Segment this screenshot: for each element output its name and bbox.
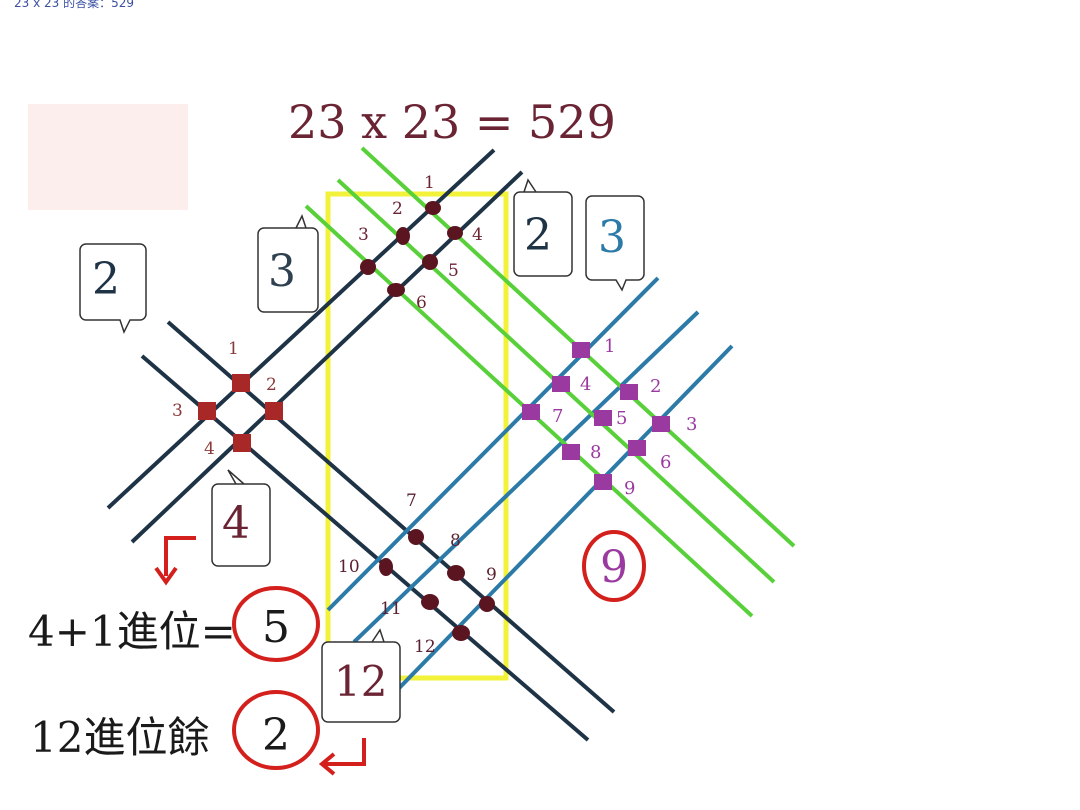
dark-se-line-2 bbox=[140, 354, 590, 742]
left-label-1: 1 bbox=[228, 339, 239, 359]
top-label-2: 2 bbox=[392, 199, 403, 219]
arrow-hundreds-icon bbox=[164, 536, 196, 576]
bottom-label-10: 10 bbox=[338, 557, 360, 577]
right-label-1: 1 bbox=[604, 336, 615, 357]
step-hundreds-value: 5 bbox=[262, 602, 290, 653]
bubble-hundreds-count-value: 4 bbox=[222, 498, 250, 549]
left-label-4: 4 bbox=[204, 439, 215, 459]
bubble-left-ones: 3 bbox=[257, 214, 319, 313]
left-label-2: 2 bbox=[266, 375, 277, 395]
blue-ones-line-1 bbox=[326, 276, 660, 612]
bubble-left-tens-value: 2 bbox=[92, 254, 120, 305]
right-label-6: 6 bbox=[660, 452, 671, 473]
pink-background-patch bbox=[28, 104, 188, 210]
top-label-5: 5 bbox=[448, 261, 459, 281]
top-label-4: 4 bbox=[472, 225, 483, 245]
bubble-hundreds-count: 4 bbox=[211, 469, 271, 567]
top-label-1: 1 bbox=[424, 173, 435, 193]
middle-highlight-box bbox=[325, 191, 509, 681]
bubble-left-ones-value: 3 bbox=[268, 246, 296, 297]
step-hundreds-label: 4+1進位= bbox=[28, 607, 236, 656]
arrow-tens-icon bbox=[324, 738, 366, 766]
bubble-left-tens: 2 bbox=[79, 243, 147, 334]
bubble-right-ones: 3 bbox=[585, 195, 645, 292]
top-label-6: 6 bbox=[416, 293, 427, 313]
left-label-3: 3 bbox=[172, 401, 183, 421]
right-label-5: 5 bbox=[616, 408, 627, 429]
page-caption: 23 x 23 的答案：529 bbox=[14, 0, 134, 10]
top-label-3: 3 bbox=[358, 225, 369, 245]
step-tens-circle bbox=[232, 690, 320, 770]
bottom-intersections: 7 8 9 10 11 12 bbox=[338, 491, 497, 657]
step-tens-label: 12進位餘 bbox=[30, 713, 209, 762]
bottom-label-9: 9 bbox=[486, 565, 497, 585]
right-label-3: 3 bbox=[686, 414, 697, 435]
bubble-right-ones-value: 3 bbox=[598, 212, 626, 263]
step-hundreds-circle bbox=[232, 586, 320, 662]
result-ones-value: 9 bbox=[600, 542, 628, 593]
right-intersections: 1 2 3 4 5 6 7 8 9 bbox=[522, 336, 697, 499]
bubble-tens-count: 12 bbox=[321, 628, 401, 723]
right-label-8: 8 bbox=[590, 442, 601, 463]
top-intersections: 1 2 3 4 5 6 bbox=[358, 173, 483, 313]
diagram-title: 23 x 23 = 529 bbox=[288, 95, 616, 149]
bottom-label-11: 11 bbox=[380, 599, 402, 619]
right-label-4: 4 bbox=[580, 374, 591, 395]
result-ones: 9 bbox=[582, 530, 646, 602]
bubble-right-tens: 2 bbox=[513, 178, 573, 277]
left-intersections: 1 2 3 4 bbox=[172, 339, 283, 459]
bottom-label-12: 12 bbox=[414, 637, 436, 657]
step-tens-value: 2 bbox=[262, 710, 290, 761]
right-label-2: 2 bbox=[650, 376, 661, 397]
blue-ones-line-3 bbox=[370, 344, 734, 718]
right-label-9: 9 bbox=[624, 478, 635, 499]
bottom-label-7: 7 bbox=[406, 491, 417, 511]
bubble-right-tens-value: 2 bbox=[524, 210, 552, 261]
right-label-7: 7 bbox=[552, 406, 563, 427]
bottom-label-8: 8 bbox=[450, 531, 461, 551]
bubble-tens-count-value: 12 bbox=[334, 657, 387, 706]
blue-ones-line-2 bbox=[352, 310, 700, 644]
